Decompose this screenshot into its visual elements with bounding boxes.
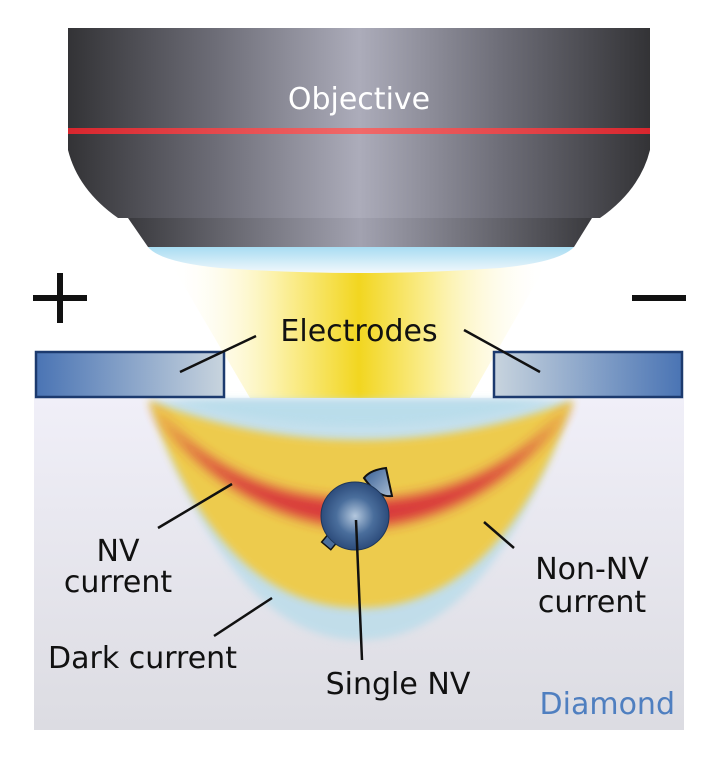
non-nv-current-leader [483,521,515,549]
nv-current-leader [157,482,233,530]
electrodes-leader-left [179,334,257,374]
non-nv-current-label-line1: Non-NV [535,552,649,587]
nv-current-label-line2: current [64,565,172,600]
objective-front-lens [148,247,574,273]
objective-tip [128,218,592,247]
objective-body [68,28,650,218]
electrode-left [34,350,226,399]
minus-sign-icon [632,295,686,301]
non-nv-current-label-line2: current [538,585,646,620]
nv-current-region [148,402,574,528]
single-nv-spin-icon [320,466,394,551]
diamond-label: Diamond [540,687,675,722]
objective-red-stripe [68,128,650,134]
objective-label: Objective [288,82,430,117]
plus-sign-icon [33,273,87,323]
single-nv-leader [354,519,364,661]
dark-current-leader [213,596,273,638]
nv-current-label-line1: NV [97,534,140,569]
electrode-right [492,350,684,399]
objective-lens [68,28,650,273]
electrodes-leader-right [463,328,541,374]
dark-current-label: Dark current [48,641,237,676]
dark-current-inner-cap [170,400,552,425]
single-nv-label: Single NV [326,667,471,702]
electrodes-label: Electrodes [280,314,437,349]
light-beam [170,262,548,398]
